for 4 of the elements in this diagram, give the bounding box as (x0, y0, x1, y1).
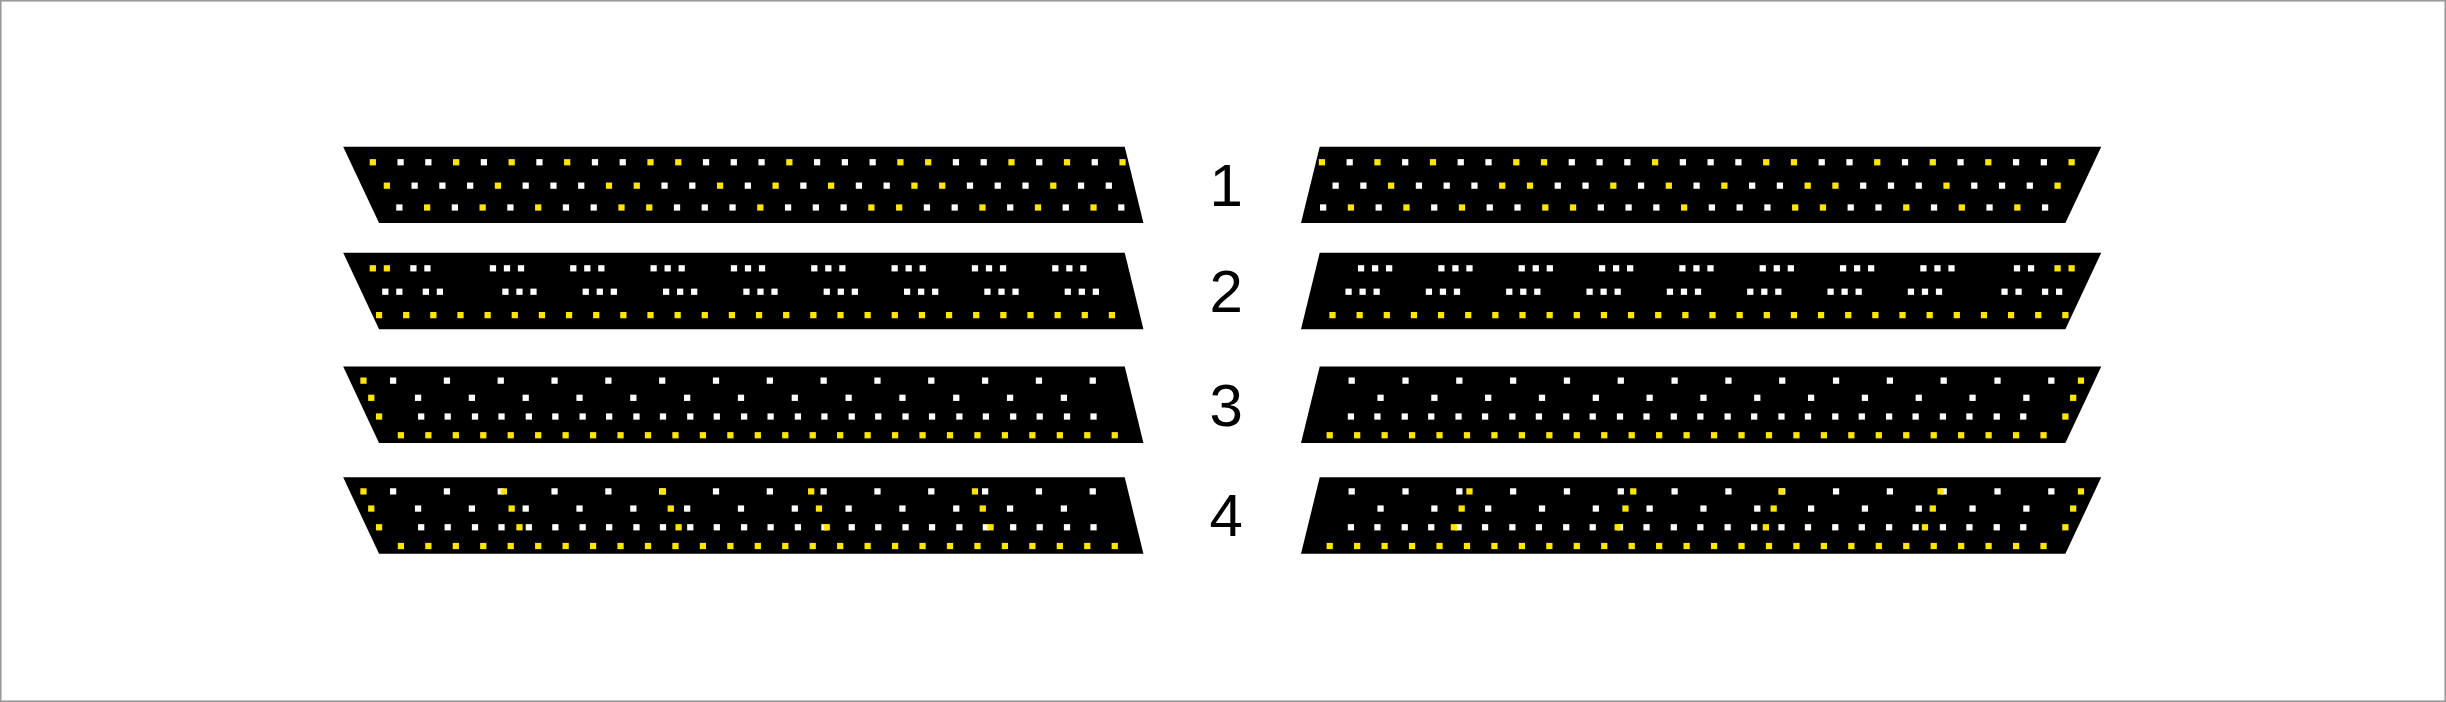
row-number: 1 (1209, 155, 1243, 216)
row-number: 4 (1209, 486, 1243, 547)
row-number: 3 (1209, 375, 1243, 436)
row-number: 2 (1209, 261, 1243, 322)
